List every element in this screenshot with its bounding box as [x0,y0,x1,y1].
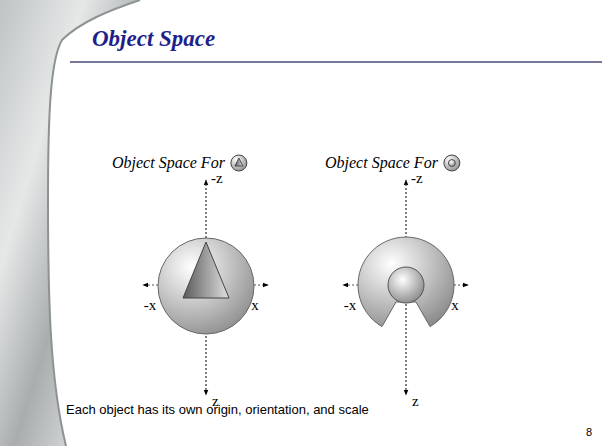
triangle [183,242,229,298]
axis-label: z [412,393,419,410]
inner-ball [388,267,424,303]
title-rule [70,61,602,63]
axes-right [343,180,468,395]
sphere [158,238,254,334]
axis-label: x [451,297,459,314]
axis-label: z [212,393,219,410]
axis-label: -x [144,297,157,314]
axis-label: -x [344,297,357,314]
axis-label: x [251,297,259,314]
band-edge [48,0,140,446]
panel-heading: Object Space For [112,154,225,172]
panel-heading: Object Space For [325,154,438,172]
slide-title: Object Space [92,26,215,52]
page-number: 8 [586,426,592,438]
axis-label: -z [211,170,223,187]
marble-band [0,0,140,446]
axes-left [143,180,268,395]
axis-label: -z [411,170,423,187]
ring-shape [358,237,454,327]
ring-icon [444,155,460,171]
cone-icon [231,155,247,171]
